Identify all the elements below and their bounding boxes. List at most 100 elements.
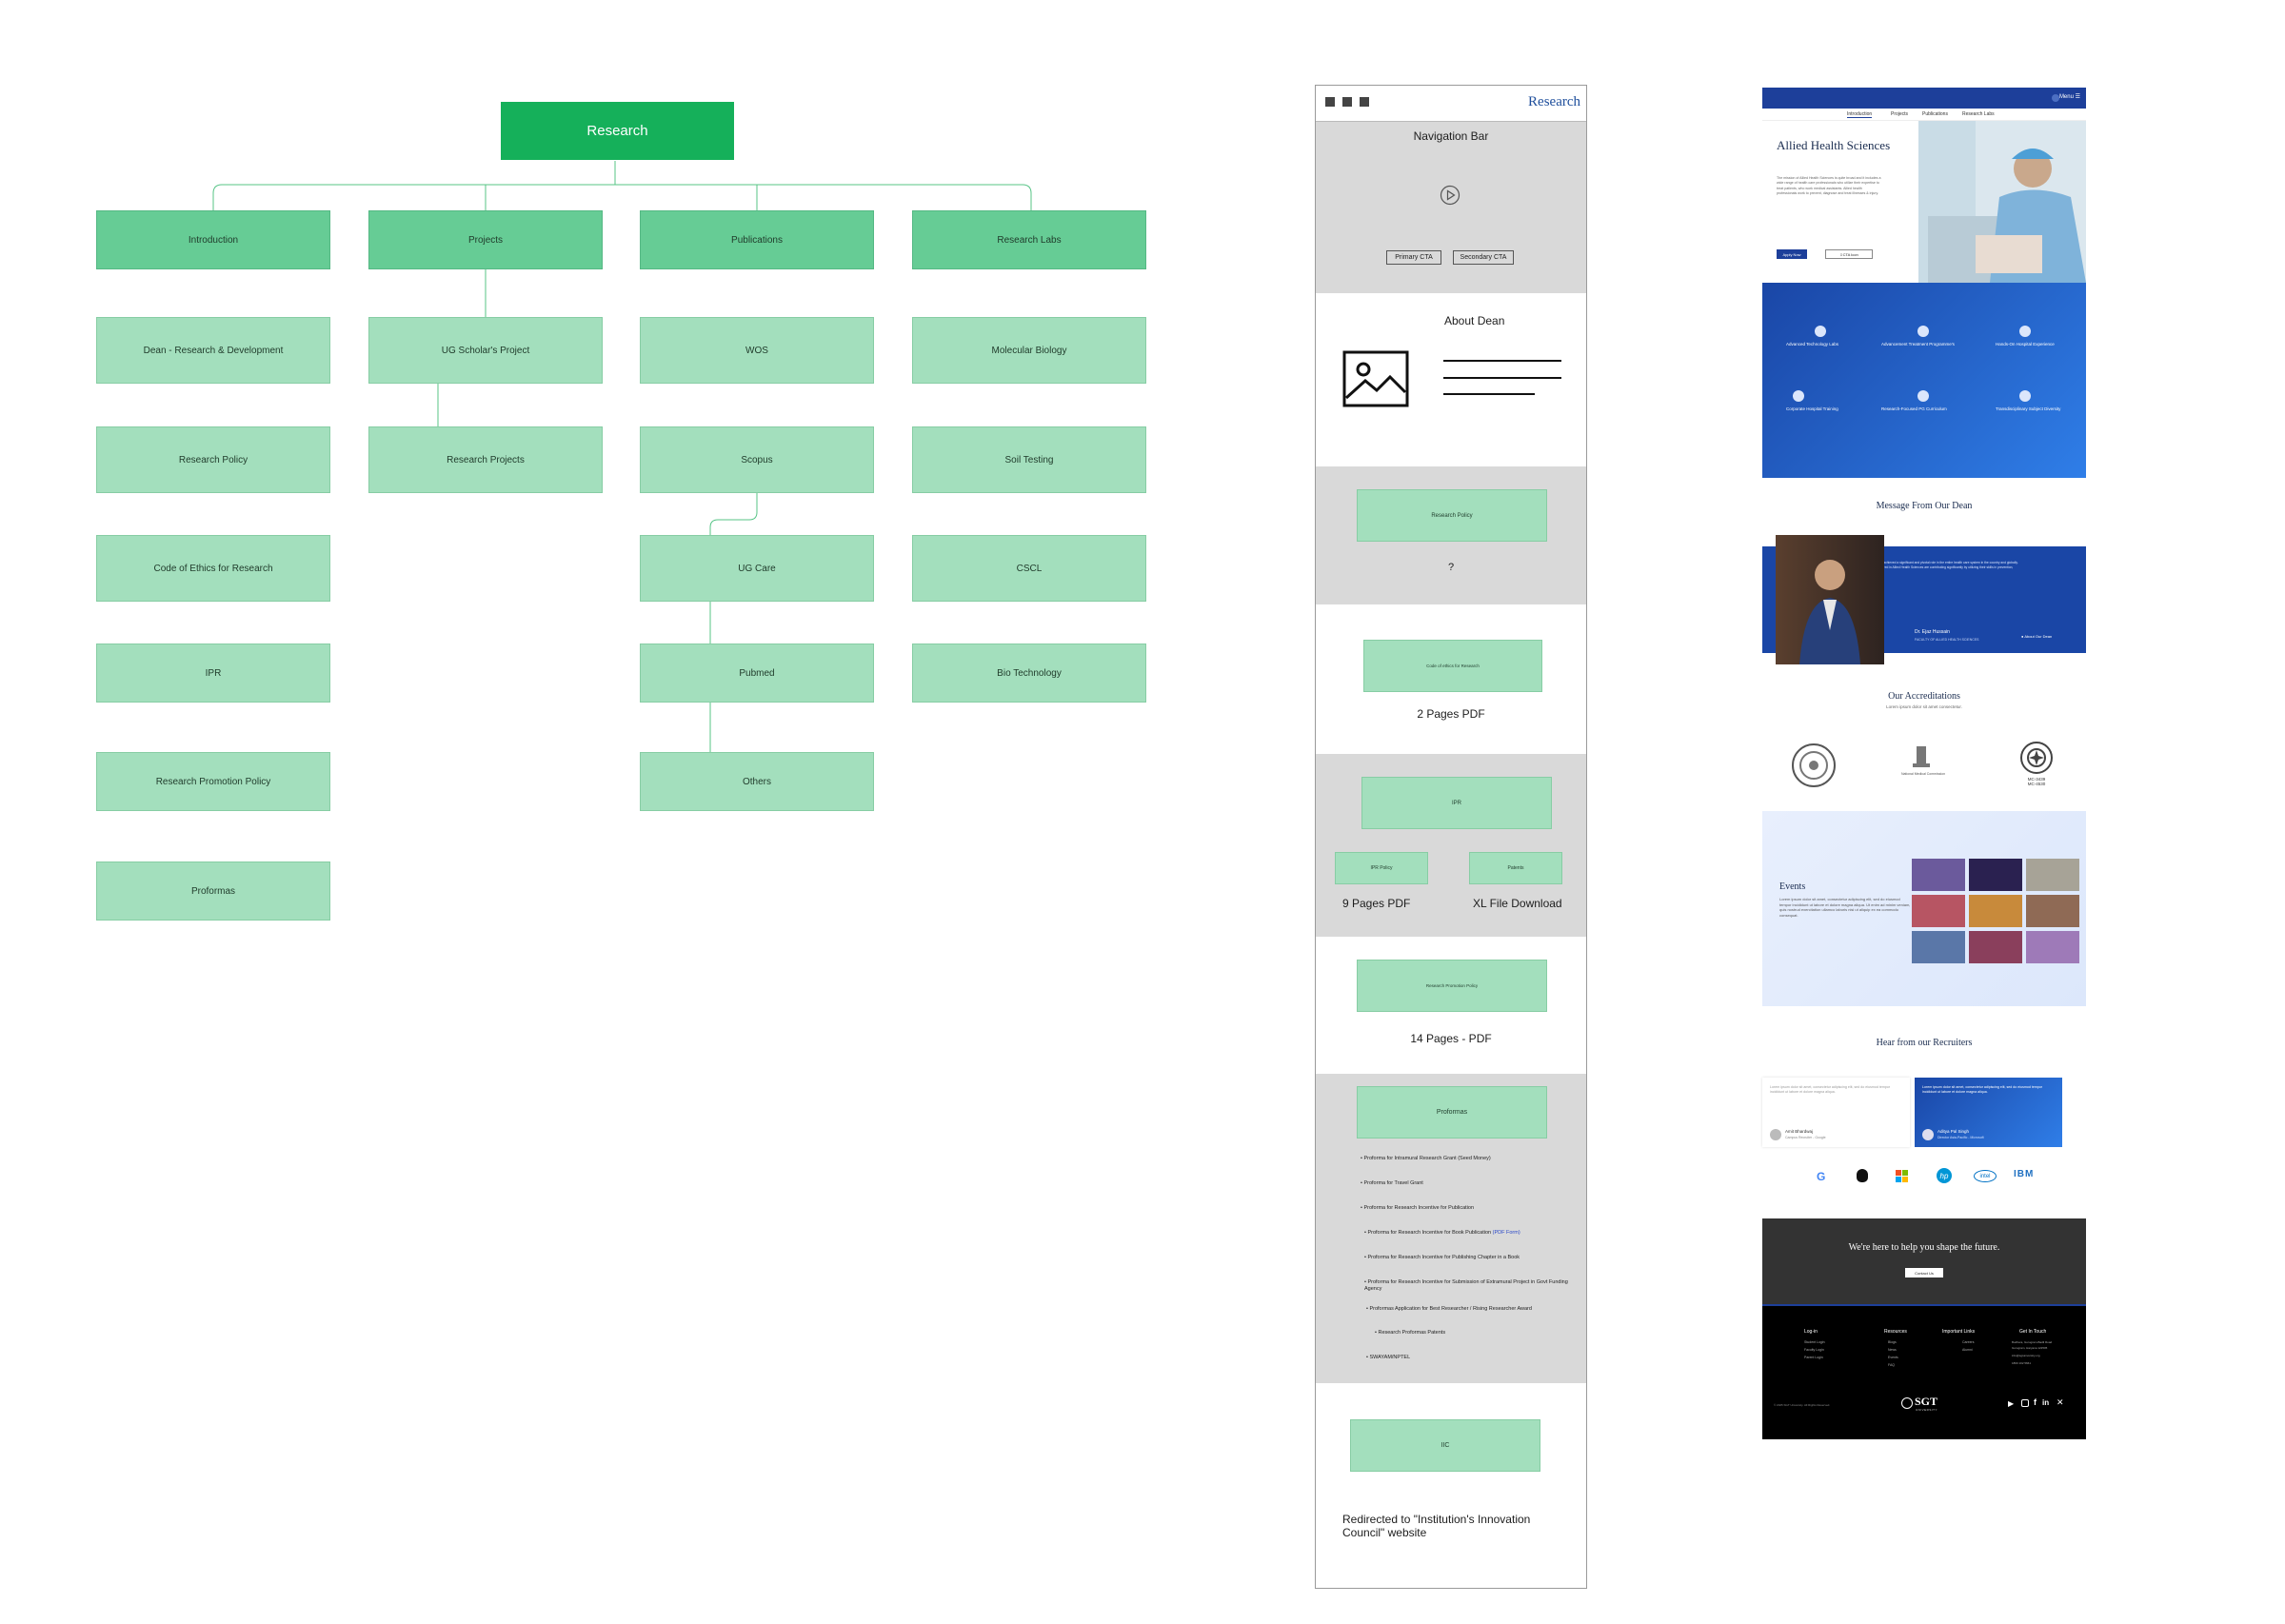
google-logo-icon: G xyxy=(1817,1170,1826,1183)
recruiters-heading: Hear from our Recruiters xyxy=(1876,1038,1973,1048)
site-tab-introduction[interactable]: Introduction xyxy=(1847,111,1873,118)
proforma-item[interactable]: • Proforma for Research Incentive for Pu… xyxy=(1364,1255,1520,1260)
node-cscl[interactable]: CSCL xyxy=(912,535,1146,602)
text-line-placeholder xyxy=(1443,393,1535,395)
promotion-policy-button[interactable]: Research Promotion Policy xyxy=(1357,960,1547,1012)
code-of-ethics-button[interactable]: Code of ethics for Research xyxy=(1363,640,1542,692)
node-molecular-biology[interactable]: Molecular Biology xyxy=(912,317,1146,384)
testimonial-card-active: Lorem ipsum dolor sit amet, consectetur … xyxy=(1915,1078,2062,1147)
event-photo xyxy=(1912,931,1965,963)
proforma-item[interactable]: • Proforma for Intramural Research Grant… xyxy=(1361,1156,1491,1161)
node-dean-research[interactable]: Dean - Research & Development xyxy=(96,317,330,384)
node-scopus[interactable]: Scopus xyxy=(640,426,874,493)
about-dean-button[interactable]: ● About Our Dean xyxy=(2021,634,2053,639)
wireframe-code-of-ethics: Code of ethics for Research 2 Pages PDF xyxy=(1316,604,1586,754)
events-section: Events Lorem ipsum dolor sit amet, conse… xyxy=(1762,811,2086,1006)
sgt-emblem-icon xyxy=(1901,1397,1913,1409)
root-node-research[interactable]: Research xyxy=(501,102,734,160)
node-bio-technology[interactable]: Bio Technology xyxy=(912,644,1146,703)
footer-link[interactable]: Budhera, Gurugram-Badli Road xyxy=(2012,1340,2053,1344)
node-research-labs[interactable]: Research Labs xyxy=(912,210,1146,269)
event-photo xyxy=(1969,895,2022,927)
footer-link[interactable]: info@sgtuniversity.org xyxy=(2012,1354,2040,1357)
node-research-policy[interactable]: Research Policy xyxy=(96,426,330,493)
footer-link[interactable]: Careers xyxy=(1962,1340,1975,1344)
footer-link[interactable]: Blogs xyxy=(1888,1340,1897,1344)
recruiter-role: Campus Recruiter - Google xyxy=(1785,1136,1826,1139)
proforma-item[interactable]: • Proforma for Research Incentive for Pu… xyxy=(1361,1205,1475,1211)
research-policy-button[interactable]: Research Policy xyxy=(1357,489,1547,542)
node-soil-testing[interactable]: Soil Testing xyxy=(912,426,1146,493)
cta-band: We're here to help you shape the future.… xyxy=(1762,1218,2086,1306)
site-tab-projects[interactable]: Projects xyxy=(1891,111,1909,117)
node-wos[interactable]: WOS xyxy=(640,317,874,384)
testimonial-card-next[interactable] xyxy=(2067,1078,2086,1147)
play-icon[interactable] xyxy=(1440,185,1460,206)
proforma-item[interactable]: • Proforma for Travel Grant xyxy=(1361,1180,1423,1186)
diversity-icon xyxy=(2019,390,2031,402)
patents-button[interactable]: Patents xyxy=(1469,852,1562,884)
x-twitter-icon[interactable]: ✕ xyxy=(2056,1397,2064,1407)
site-tab-research-labs[interactable]: Research Labs xyxy=(1962,111,1995,117)
facebook-icon[interactable]: f xyxy=(2034,1397,2037,1407)
linkedin-icon[interactable]: in xyxy=(2042,1398,2050,1407)
node-introduction[interactable]: Introduction xyxy=(96,210,330,269)
text-line-placeholder xyxy=(1443,360,1561,362)
iic-button[interactable]: IIC xyxy=(1350,1419,1540,1472)
instagram-icon[interactable] xyxy=(2021,1399,2029,1407)
node-projects[interactable]: Projects xyxy=(368,210,603,269)
youtube-icon[interactable]: ▶ xyxy=(2008,1399,2015,1408)
menu-button[interactable]: Menu ☰ xyxy=(2058,94,2080,100)
footer-link[interactable]: Events xyxy=(1888,1356,1898,1359)
node-pubmed[interactable]: Pubmed xyxy=(640,644,874,703)
footer-link[interactable]: Gurugram, Haryana 122505 xyxy=(2012,1346,2048,1350)
node-research-promotion-policy[interactable]: Research Promotion Policy xyxy=(96,752,330,811)
footer-link[interactable]: Faculty Login xyxy=(1804,1348,1824,1352)
feature-title: Transdisciplinary Subject Diversity xyxy=(1996,406,2061,411)
search-icon[interactable] xyxy=(2052,94,2059,102)
testimonial-quote: Lorem ipsum dolor sit amet, consectetur … xyxy=(1770,1085,1891,1095)
wireframe-header: Research xyxy=(1316,86,1586,122)
proformas-button[interactable]: Proformas xyxy=(1357,1086,1547,1139)
node-research-projects[interactable]: Research Projects xyxy=(368,426,603,493)
proforma-item[interactable]: • Proforma for Research Incentive for Bo… xyxy=(1364,1230,1520,1236)
secondary-cta-button[interactable]: Secondary CTA xyxy=(1453,250,1514,265)
redirect-note: Redirected to "Institution's Innovation … xyxy=(1342,1513,1531,1540)
wireframe-brand[interactable]: Research xyxy=(1528,94,1580,109)
dean-role: FACULTY OF ALLIED HEALTH SCIENCES xyxy=(1915,638,1979,642)
pdf-form-link[interactable]: (PDF Form) xyxy=(1492,1230,1520,1236)
events-heading: Events xyxy=(1779,881,1806,892)
footer-link[interactable]: 1800 102 5661 xyxy=(2012,1361,2032,1365)
node-proformas[interactable]: Proformas xyxy=(96,862,330,921)
xl-file-download-label: XL File Download xyxy=(1473,897,1562,910)
node-code-of-ethics[interactable]: Code of Ethics for Research xyxy=(96,535,330,602)
footer-link[interactable]: Parent Login xyxy=(1804,1356,1823,1359)
node-ipr[interactable]: IPR xyxy=(96,644,330,703)
ipr-policy-button[interactable]: IPR Policy xyxy=(1335,852,1428,884)
footer-link[interactable]: FAQ xyxy=(1888,1363,1896,1367)
node-publications[interactable]: Publications xyxy=(640,210,874,269)
node-ug-care[interactable]: UG Care xyxy=(640,535,874,602)
recruiter-name: Aditya Pal Singh xyxy=(1937,1129,1970,1134)
node-ug-scholars-project[interactable]: UG Scholar's Project xyxy=(368,317,603,384)
ipr-button[interactable]: IPR xyxy=(1361,777,1552,829)
footer-col-title: Log-in xyxy=(1804,1329,1818,1335)
dean-heading: Message From Our Dean xyxy=(1876,501,1973,511)
node-others[interactable]: Others xyxy=(640,752,874,811)
footer-link[interactable]: Student Login xyxy=(1804,1340,1825,1344)
footer-link[interactable]: Alumni xyxy=(1962,1348,1973,1352)
two-pages-pdf-label: 2 Pages PDF xyxy=(1417,707,1485,721)
hospital-icon xyxy=(2019,326,2031,337)
proforma-item[interactable]: • SWAYAM/NPTEL xyxy=(1366,1355,1411,1360)
apply-now-button[interactable]: Apply Now xyxy=(1777,249,1807,259)
microsoft-logo-icon xyxy=(1896,1170,1908,1182)
footer-link[interactable]: News xyxy=(1888,1348,1897,1352)
contact-us-button[interactable]: Contact Us xyxy=(1905,1268,1943,1277)
cta-icon-button[interactable]: ⇩ CTA Icon xyxy=(1825,249,1873,259)
site-tab-publications[interactable]: Publications xyxy=(1922,111,1948,117)
proforma-item[interactable]: • Proforma for Research Incentive for Su… xyxy=(1364,1279,1568,1292)
proforma-item[interactable]: • Research Proformas Patents xyxy=(1375,1330,1446,1336)
site-footer: Log-in Student Login Faculty Login Paren… xyxy=(1762,1306,2086,1439)
proforma-item[interactable]: • Proformas Application for Best Researc… xyxy=(1366,1306,1532,1312)
primary-cta-button[interactable]: Primary CTA xyxy=(1386,250,1441,265)
